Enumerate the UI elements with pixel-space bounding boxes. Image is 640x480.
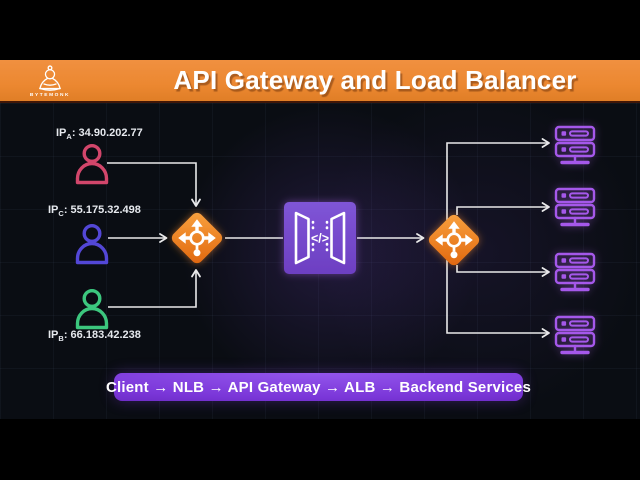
client-a-user-icon [75,143,109,185]
monk-icon [39,64,61,91]
header-bar: BYTEMONK API Gateway and Load Balancer [0,60,640,103]
server-icon-3 [554,252,596,292]
alb-load-balancer-icon [426,212,481,267]
client-b-ip-label: IPB: 66.183.42.238 [48,329,141,344]
flow-summary-banner: Client → NLB → API Gateway → ALB → Backe… [106,373,531,401]
brand-name: BYTEMONK [29,92,71,98]
edge-alb-to-server-1 [446,138,550,220]
edge-client-b-to-nlb [108,269,201,308]
letterbox-top [0,0,640,60]
edge-alb-to-server-2 [456,202,550,215]
server-icon-4 [554,315,596,355]
edge-alb-to-server-4 [446,260,550,338]
code-glyph: </> [311,232,329,246]
client-a-ip-label: IPA: 34.90.202.77 [56,127,143,142]
page-title: API Gateway and Load Balancer [173,65,577,95]
server-icon-1 [554,125,596,165]
flow-summary-text: Client → NLB → API Gateway → ALB → Backe… [105,378,532,396]
brand-logo: BYTEMONK [22,62,78,100]
diagram-canvas: IPA: 34.90.202.77 IPC: 55.175.32.498 IPB… [0,103,640,419]
architecture-diagram: </> [75,125,596,355]
backend-servers [554,125,596,355]
client-b-user-icon [75,289,109,330]
connector-lines [107,138,550,338]
client-c-ip-label: IPC: 55.175.32.498 [48,204,141,219]
nlb-load-balancer-icon [169,210,224,265]
api-gateway-icon: </> [284,202,356,274]
edge-alb-to-server-3 [456,265,550,277]
edge-client-a-to-nlb [107,162,201,207]
client-c-user-icon [75,223,109,265]
server-icon-2 [554,187,596,227]
letterbox-bottom [0,419,640,480]
